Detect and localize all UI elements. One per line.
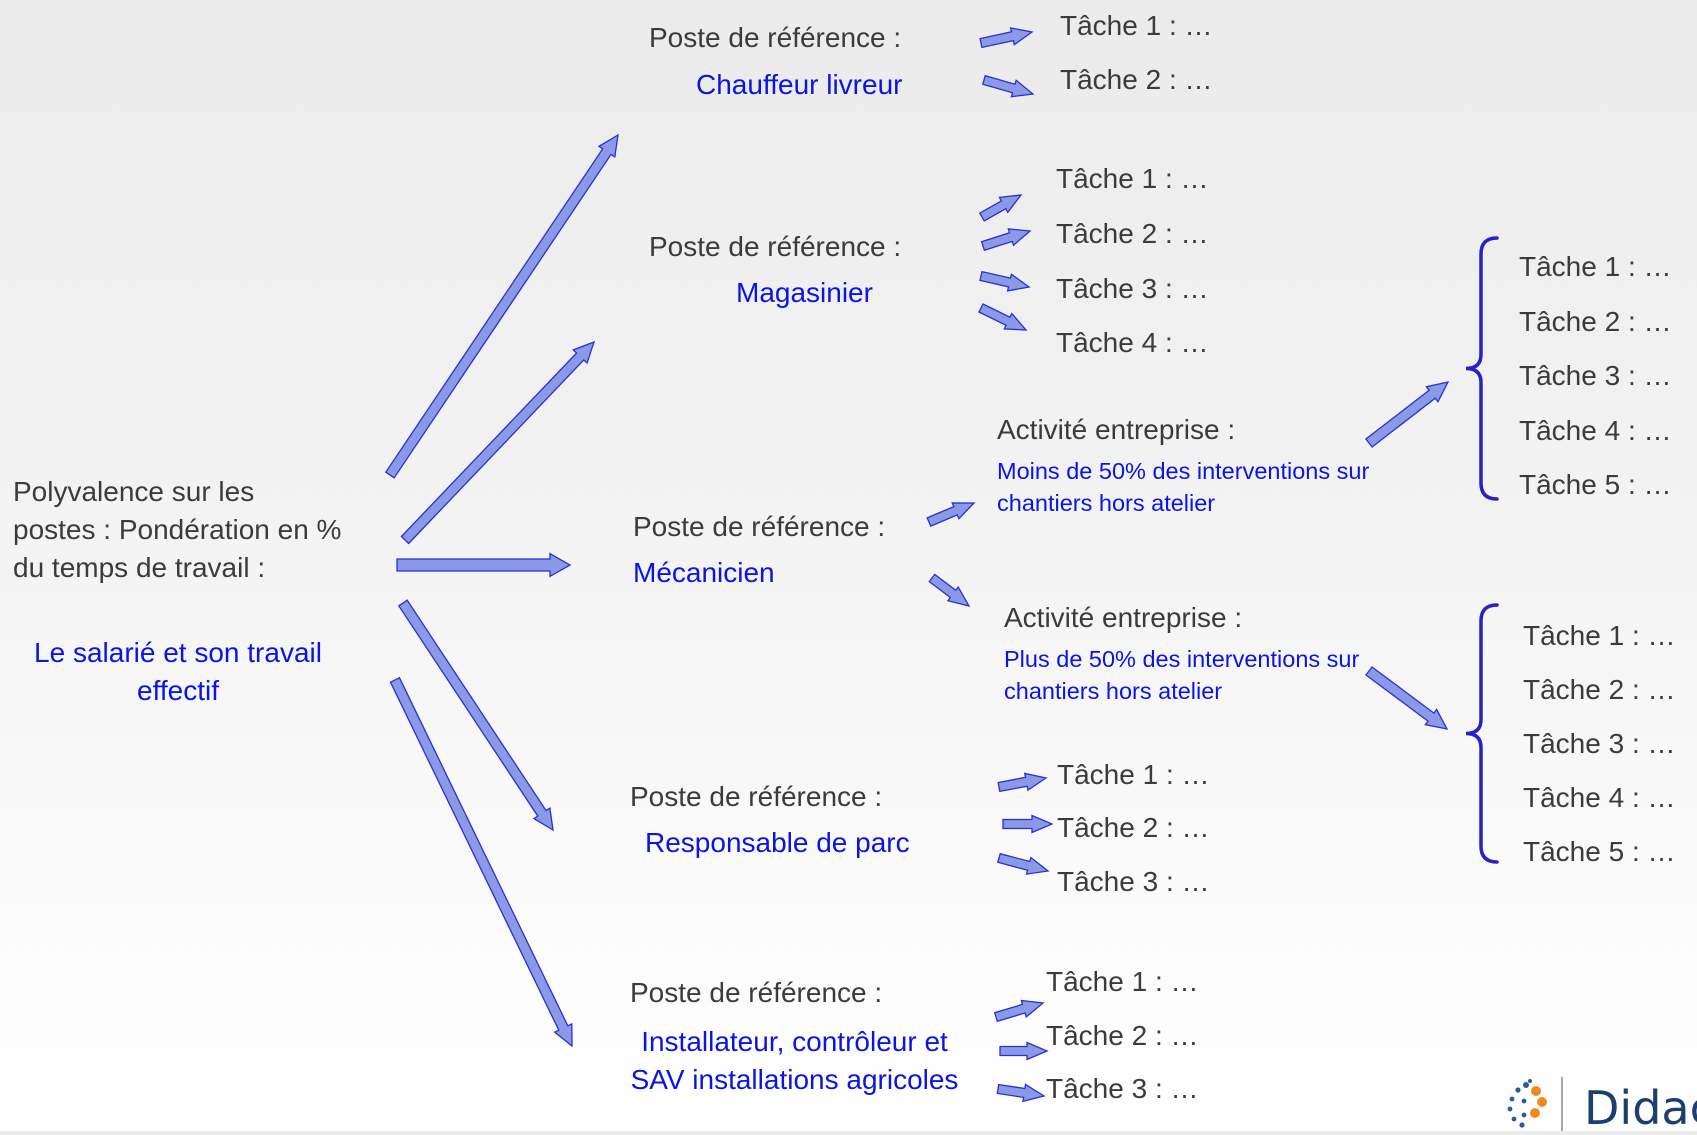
arrow-root-to-poste-1: [384, 133, 619, 479]
activity-2-task-4: Tâche 4 : …: [1523, 782, 1676, 813]
logo-text: Didac: [1584, 1081, 1697, 1135]
arrow-poste-1-task-1: [979, 27, 1034, 49]
arrow-poste-4-task-1: [997, 772, 1048, 793]
activity-2-label: Activité entreprise :: [1004, 602, 1243, 633]
activity-1-task-3: Tâche 3 : …: [1519, 360, 1672, 391]
activity-1-task-4: Tâche 4 : …: [1519, 415, 1672, 446]
poste-5-task-3: Tâche 3 : …: [1046, 1073, 1199, 1104]
poste-5-task-2: Tâche 2 : …: [1046, 1020, 1199, 1051]
poste-1-task-2: Tâche 2 : …: [1060, 64, 1213, 95]
activity-2-task-3: Tâche 3 : …: [1523, 728, 1676, 759]
root-value: Le salarié et son travail effectif: [34, 637, 322, 706]
activity-1-task-2: Tâche 2 : …: [1519, 306, 1672, 337]
poste-4-task-2: Tâche 2 : …: [1057, 812, 1210, 843]
arrow-poste-5-task-1: [993, 999, 1045, 1023]
poste-2-task-1: Tâche 1 : …: [1056, 163, 1209, 194]
arrow-root-to-poste-2: [400, 340, 596, 545]
arrow-poste-3-activity-1: [926, 502, 976, 527]
activity-1-task-5: Tâche 5 : …: [1519, 469, 1672, 500]
poste-4-label: Poste de référence :: [630, 781, 883, 812]
arrow-poste-4-task-3: [996, 852, 1050, 875]
brace-activity-2: [1465, 603, 1499, 864]
poste-1-task-1: Tâche 1 : …: [1060, 10, 1213, 41]
arrow-poste-2-task-2: [980, 228, 1032, 252]
activity-2-task-5: Tâche 5 : …: [1523, 836, 1676, 867]
activity-1-task-1: Tâche 1 : …: [1519, 251, 1672, 282]
brace-activity-1: [1465, 236, 1499, 501]
arrow-root-to-poste-4: [397, 599, 554, 832]
arrow-poste-2-task-1: [978, 194, 1023, 222]
poste-1-label: Poste de référence :: [649, 22, 902, 53]
activity-2-task-1: Tâche 1 : …: [1523, 620, 1676, 651]
arrow-poste-2-task-4: [978, 303, 1028, 331]
poste-5-label: Poste de référence :: [630, 977, 883, 1008]
poste-2-name: Magasinier: [736, 277, 873, 308]
arrow-poste-5-task-3: [996, 1083, 1046, 1103]
poste-5-name: Installateur, contrôleur et SAV installa…: [630, 1026, 959, 1095]
arrow-poste-3-activity-2: [928, 573, 971, 608]
arrow-poste-1-task-2: [982, 74, 1035, 98]
poste-5-task-1: Tâche 1 : …: [1046, 966, 1199, 997]
poste-4-name: Responsable de parc: [645, 827, 910, 858]
activity-1-desc: Moins de 50% des interventions sur chant…: [997, 458, 1370, 516]
poste-4-task-3: Tâche 3 : …: [1057, 866, 1210, 897]
poste-3-label: Poste de référence :: [633, 511, 886, 542]
arrow-root-to-poste-3: [396, 552, 572, 578]
poste-4-task-1: Tâche 1 : …: [1057, 759, 1210, 790]
activity-2-desc: Plus de 50% des interventions sur chanti…: [1004, 646, 1360, 704]
poste-3-name: Mécanicien: [633, 557, 775, 588]
activity-1-label: Activité entreprise :: [997, 414, 1236, 445]
activity-2-task-2: Tâche 2 : …: [1523, 674, 1676, 705]
poste-2-task-2: Tâche 2 : …: [1056, 218, 1209, 249]
arrow-poste-4-task-2: [1002, 814, 1054, 834]
arrow-activity-2-tasks: [1365, 666, 1449, 730]
poste-1-name: Chauffeur livreur: [696, 69, 903, 100]
arrow-root-to-poste-5: [389, 676, 573, 1048]
didac-logo-icon: [1507, 1077, 1563, 1131]
arrow-poste-5-task-2: [999, 1041, 1049, 1061]
poste-2-label: Poste de référence :: [649, 231, 902, 262]
arrow-activity-1-tasks: [1364, 381, 1450, 448]
poste-2-task-3: Tâche 3 : …: [1056, 273, 1209, 304]
poste-2-task-4: Tâche 4 : …: [1056, 327, 1209, 358]
root-label: Polyvalence sur les postes : Pondération…: [13, 476, 342, 583]
arrow-poste-2-task-3: [979, 270, 1031, 292]
